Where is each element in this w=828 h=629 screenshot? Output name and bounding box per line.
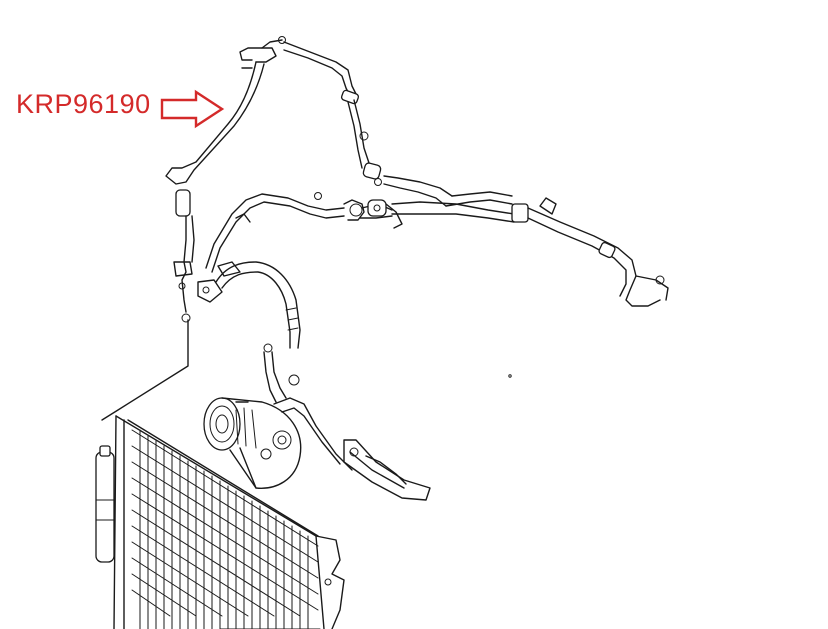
suction-pipe-lower [173, 189, 195, 323]
expansion-valve-junction [347, 99, 557, 229]
suction-line-main [205, 192, 669, 307]
discharge-hose [197, 261, 301, 386]
callout-arrow-icon [160, 89, 225, 129]
condenser [95, 319, 345, 629]
ac-compressor [203, 343, 353, 489]
krp96190-pipe [165, 36, 360, 185]
liquid-line-bracket [343, 439, 431, 501]
misc-marks [219, 374, 512, 629]
part-number-label: KRP96190 [16, 89, 151, 119]
